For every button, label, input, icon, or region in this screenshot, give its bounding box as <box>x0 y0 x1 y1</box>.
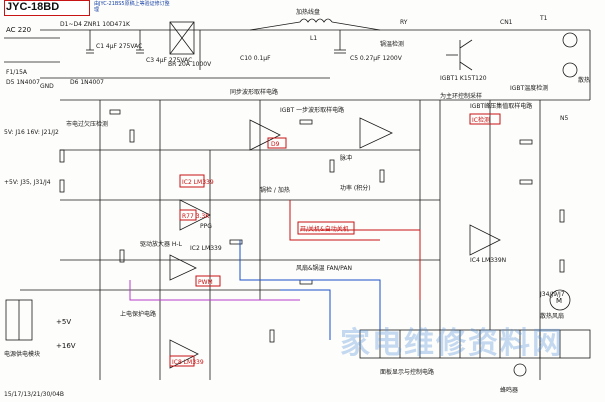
ic2-comparator-a <box>249 119 281 151</box>
ppg-label: PPG <box>200 223 212 230</box>
r77-label: R77 3.3K <box>182 213 210 220</box>
highlight-ic-detect <box>469 113 501 125</box>
lm339-label-a: IC2 LM339 <box>182 179 214 186</box>
fuse-label: F1/15A <box>6 69 28 76</box>
cn1-label: CN1 <box>500 19 513 26</box>
blue-sense-wire <box>280 289 331 340</box>
c1-label: C1 4μF 275VAC <box>96 43 142 50</box>
ic2-comparator-c <box>169 254 197 281</box>
pot-detect-label: 锅温检测 <box>380 40 404 48</box>
br-label: BR 20A 1000V <box>168 61 212 68</box>
ic-u-label: IC8 LM339 <box>172 359 204 366</box>
red-signal-wire <box>289 200 380 241</box>
fan-ctrl-label: 风扇&锅温 FAN/PAN <box>296 264 352 272</box>
pulse-label: 脉冲 <box>340 154 352 162</box>
t1-label: T1 <box>539 15 548 22</box>
n5-label: N5 <box>560 115 568 122</box>
buzzer <box>513 363 527 377</box>
lm339-label-b: IC2 LM339 <box>190 245 222 252</box>
buzzer-label: 蜂鸣器 <box>500 386 518 394</box>
heat-coil-label: 加热线盘 <box>296 8 320 16</box>
lm339-power <box>169 339 199 369</box>
q-right-top <box>562 32 578 48</box>
relay-label: RY <box>400 19 408 26</box>
igbt-label: IGBT1 K15T120 <box>440 75 487 82</box>
c5-label: C5 0.27μF 1200V <box>350 55 403 62</box>
panel-connector <box>359 329 591 359</box>
watermark: 家电维修资料网 <box>340 326 564 361</box>
fan-motor-label: M <box>556 297 562 305</box>
igbt-detect-label: IGBT温度检测 <box>510 84 548 92</box>
d9-label: D9 <box>271 141 280 148</box>
power-module-label: 电源供电模块 <box>4 350 40 358</box>
bottom-scale-label: 15/17/13/21/30/04B <box>4 391 64 398</box>
igbt-peak-label: IGBT 一步波形取样电路 <box>280 106 344 114</box>
highlight-lm339-a <box>179 174 205 188</box>
highlight-option <box>297 221 355 235</box>
model-title: JYC-18BD <box>6 1 60 13</box>
highlight-r77 <box>179 209 197 221</box>
option-label: 开/关机&自动关机 <box>300 225 349 233</box>
power-sample-label: 功率 (积分) <box>340 184 371 192</box>
fan-area-label: 散热 <box>578 76 590 84</box>
vcc-left-label: 5V: J16 16V: J21/J2 <box>4 129 59 136</box>
bridge-rectifier <box>169 21 195 55</box>
over-volt-label: 市电过欠压检测 <box>66 120 108 128</box>
red-option-wire <box>300 229 421 300</box>
sync-detect-label: 同步波形取样电路 <box>230 88 278 96</box>
blue-fan-wire <box>239 240 381 330</box>
magenta-pwm-wire <box>129 280 300 301</box>
pot-sense-label: 锅检 / 加热 <box>260 186 290 194</box>
ic4-comparator <box>469 224 501 256</box>
bridge-label: D1~D4 ZNR1 10D471K <box>60 21 131 28</box>
d5-label: D5 1N4007 <box>6 79 40 86</box>
d6-label: D6 1N4007 <box>70 79 104 86</box>
gnd-label: GND <box>40 83 54 90</box>
heating-coil <box>299 18 333 23</box>
revision-note: 由JYC-21BS5原稿上等验证修订整理 <box>94 1 170 13</box>
highlight-d9 <box>267 137 287 149</box>
current-fb-label: 为主环控制采样 <box>440 92 482 100</box>
protect-label: 上电保护电路 <box>120 310 156 318</box>
lm339-label-c: IC4 LM339N <box>470 257 506 264</box>
drive-label: 驱动放大器 H-L <box>140 240 183 248</box>
panel-label: 面板显示与控制电路 <box>380 368 434 376</box>
c10-label: C10 0.1μF <box>240 55 271 62</box>
title-box <box>4 0 90 16</box>
highlight-pwm <box>195 275 221 287</box>
side-volts-label: +5V: J35, J31/J4 <box>4 179 51 186</box>
highlight-lm339-b <box>169 355 195 367</box>
pwm-label: PWM <box>198 279 213 286</box>
ic2-comparator-b <box>359 117 393 149</box>
ac-label: AC 220 <box>6 26 31 34</box>
l1-label: L1 <box>310 35 317 42</box>
q-right-bottom <box>562 62 578 78</box>
n24-label: J34/J9/J7 <box>539 291 565 298</box>
plus5-label: +5V <box>56 318 71 326</box>
fan-label: 散热风扇 <box>540 312 564 320</box>
c3-label: C3 4μF 275VAC <box>146 57 192 64</box>
ic-detect-label: IC检测 <box>472 116 490 124</box>
plus16-label: +16V <box>56 342 76 350</box>
igbt-voltage-label: IGBT峰压集值取样电路 <box>470 102 532 110</box>
fan-motor <box>549 289 571 311</box>
